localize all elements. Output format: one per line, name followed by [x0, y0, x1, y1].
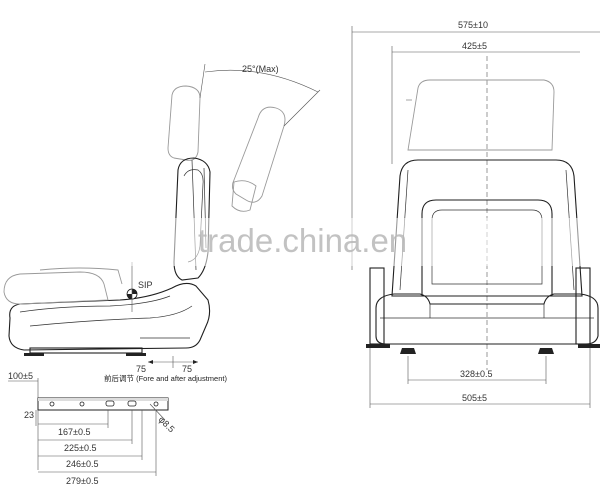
side-view: 25°(Max) SIP 75 75 前后调节 (Fore and after … — [3, 63, 321, 383]
dim-slot-label: φ8.5 — [157, 414, 177, 434]
front-knob-right — [538, 348, 554, 354]
slide-arrows — [148, 360, 198, 364]
front-foot-right — [578, 344, 600, 348]
rail-slot-1 — [105, 400, 115, 407]
watermark-text: trade.china.en — [198, 222, 407, 259]
front-bracket-left — [369, 267, 385, 345]
front-view: 575±10 425±5 328±0.5 — [351, 20, 600, 408]
rail-plate-edge — [38, 398, 168, 401]
slide-fore-value: 75 — [136, 364, 146, 374]
headrest-ghost — [231, 180, 257, 212]
front-bracket-right — [575, 267, 591, 345]
sip-label: SIP — [138, 280, 153, 290]
dim-overall-label: 575±10 — [458, 20, 488, 30]
slide-aft-value: 75 — [182, 364, 192, 374]
rail-hole-1 — [49, 401, 55, 407]
slide-caption: 前后调节 (Fore and after adjustment) — [104, 373, 227, 383]
seat-cushion-contour — [19, 295, 193, 327]
rail-foot-front — [24, 353, 44, 356]
recline-angle-label: 25°(Max) — [242, 64, 279, 74]
backrest-reclined-ghost-2 — [231, 106, 286, 203]
front-knob-left — [400, 348, 416, 354]
rail-foot-rear — [126, 353, 146, 356]
watermark-band — [116, 218, 598, 266]
recline-arc — [204, 69, 319, 93]
rail-view: 100±5 23 φ8.5 167±0.5 225±0.5 246±0.5 27… — [8, 371, 177, 486]
seat-pad-ghost — [39, 267, 123, 285]
recline-ref-line-1 — [199, 63, 206, 99]
seat-cushion — [8, 282, 211, 351]
watermark: trade.china.en — [116, 218, 598, 266]
front-backrest-inner-panel — [421, 199, 553, 297]
recline-ref-line-2 — [283, 89, 321, 127]
seat-base-rail — [29, 347, 143, 354]
dim-backrest-label: 425±5 — [462, 41, 487, 51]
dim-row-4-label: 279±0.5 — [66, 476, 98, 486]
dim-row-3-label: 246±0.5 — [66, 459, 98, 469]
rail-hole-2 — [79, 401, 85, 407]
rail-hole-3 — [153, 401, 159, 407]
dim-rail-label: 505±5 — [462, 393, 487, 403]
front-headrest-ghost — [407, 79, 555, 151]
seat-cushion-ghost — [3, 271, 109, 305]
rail-slot-2 — [127, 400, 137, 407]
dim-slot-leader — [149, 403, 166, 421]
dim-row-2-label: 225±0.5 — [64, 443, 96, 453]
backrest-reclined-ghost-1 — [167, 85, 201, 161]
dim-row-1-label: 167±0.5 — [58, 427, 90, 437]
dim-mount-label: 328±0.5 — [460, 369, 492, 379]
front-backrest-outer — [391, 159, 583, 297]
dim-left-label: 23 — [24, 410, 34, 420]
front-foot-left — [366, 344, 390, 348]
dim-top-label: 100±5 — [8, 371, 33, 381]
